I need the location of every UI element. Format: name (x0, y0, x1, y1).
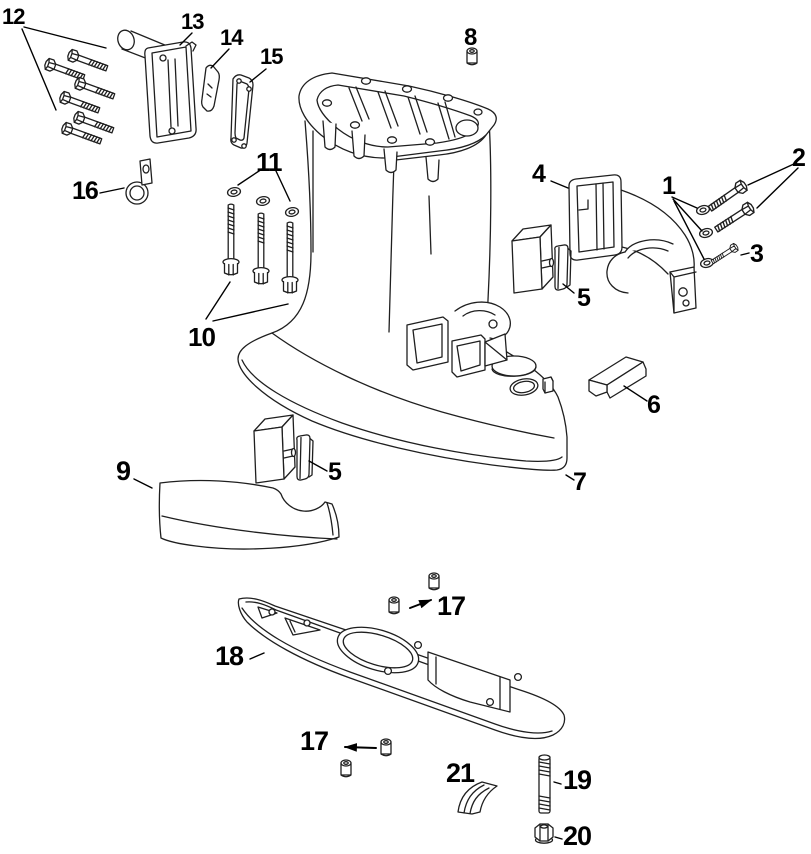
callout-20: 20 (563, 821, 592, 851)
part-9-cover (158, 479, 340, 550)
bolt-set-10 (222, 203, 299, 294)
callout-8: 8 (464, 24, 477, 51)
callout-7: 7 (573, 468, 587, 496)
callout-21: 21 (446, 758, 475, 788)
part-5-mount-left (253, 414, 314, 484)
callout-4: 4 (532, 160, 546, 188)
callout-18: 18 (215, 641, 244, 671)
part-18-adapter-plate (237, 597, 566, 740)
callout-11: 11 (256, 147, 282, 177)
callout-15: 15 (260, 44, 284, 69)
callout-6: 6 (647, 391, 661, 419)
part-6-spacer (588, 356, 647, 399)
stud-19 (538, 754, 551, 814)
callout-19: 19 (563, 765, 592, 795)
pin-set-17-lower (340, 738, 392, 778)
part-13-inner-exhaust-housing (117, 29, 197, 144)
part-16-clamp (125, 158, 153, 205)
part-14-plate (201, 64, 220, 112)
washer-set-1 (695, 203, 715, 270)
part-15-gasket (230, 74, 254, 149)
callout-17-lower: 17 (300, 726, 329, 756)
callout-3: 3 (750, 240, 764, 268)
callout-13: 13 (181, 9, 205, 34)
bolt-3 (709, 242, 740, 267)
nut-20 (534, 823, 554, 844)
bolt-set-12 (42, 48, 117, 148)
callout-17-upper: 17 (437, 591, 466, 621)
callout-10: 10 (188, 322, 216, 352)
callout-14: 14 (220, 25, 244, 50)
callout-12: 12 (2, 4, 26, 29)
part-4-bracket (568, 174, 697, 314)
part-21-wedge (457, 781, 498, 815)
callout-9: 9 (116, 456, 131, 486)
part-7-exhaust-housing (237, 72, 568, 471)
callout-2: 2 (792, 144, 806, 172)
washer-set-11 (226, 185, 300, 219)
part-5-mount-right (511, 224, 572, 294)
callout-5-right: 5 (577, 284, 591, 312)
leader-lines (21, 26, 799, 840)
pin-set-17-upper (388, 572, 440, 615)
callout-16: 16 (72, 177, 99, 205)
callout-1: 1 (662, 172, 676, 200)
callout-5-left: 5 (328, 458, 342, 486)
bolt-set-2 (705, 178, 757, 236)
